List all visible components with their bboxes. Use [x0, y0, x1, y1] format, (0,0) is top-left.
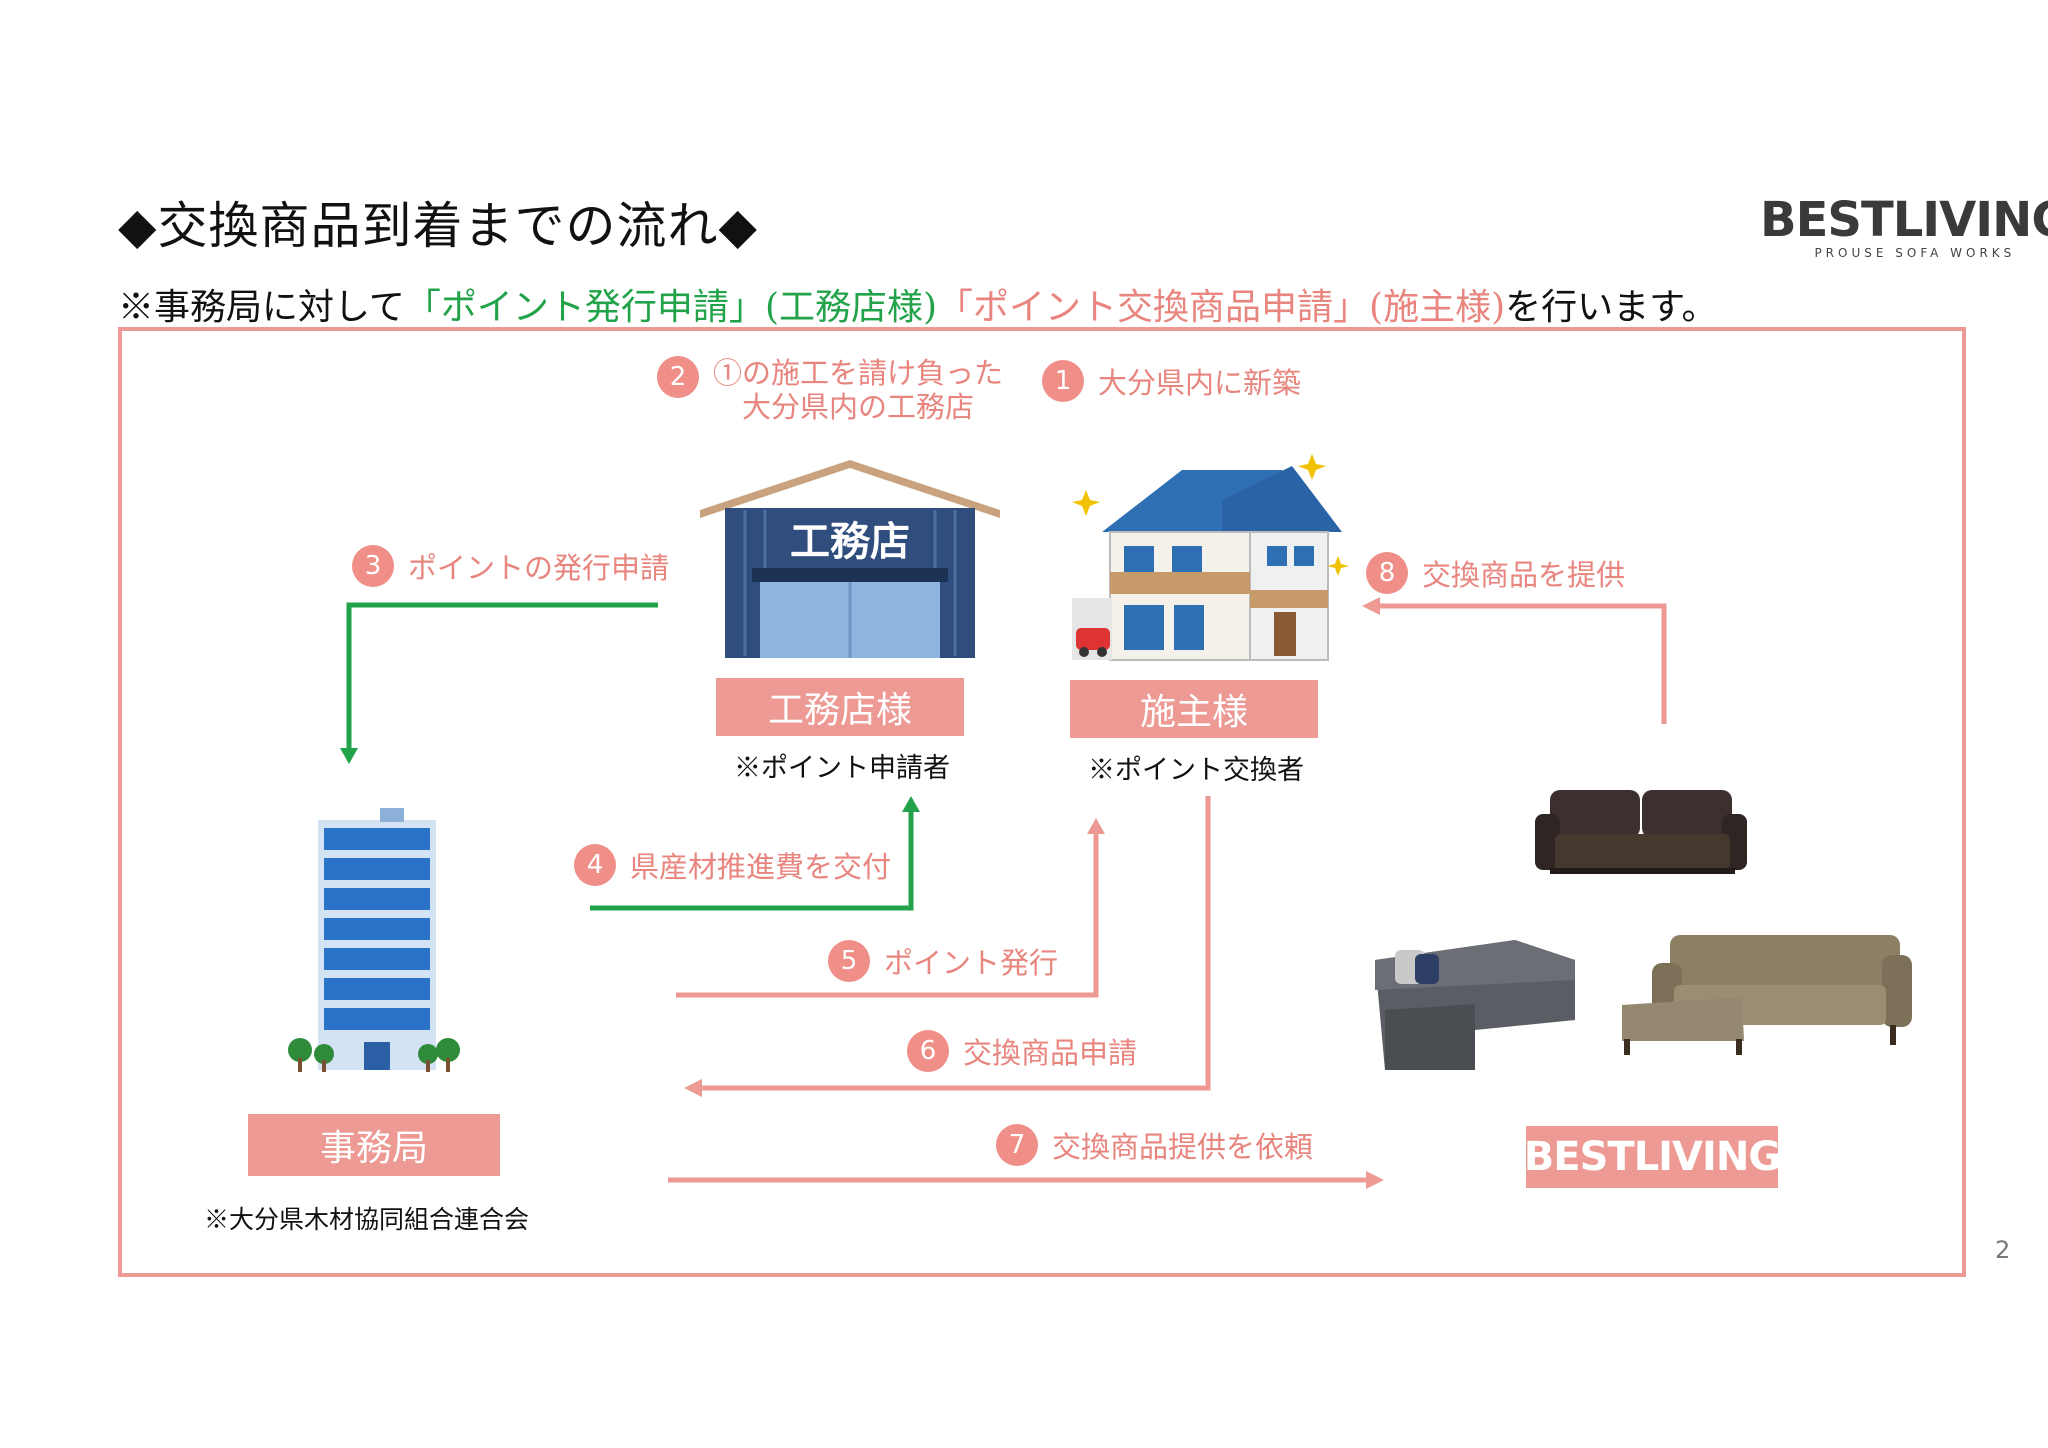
page-subtitle: ※事務局に対して「ポイント発行申請」(工務店様)「ポイント交換商品申請」(施主様… — [118, 278, 1718, 330]
owner-house-illustration — [1072, 454, 1349, 661]
office-building-illustration — [288, 808, 460, 1072]
subtitle-part2: (工務店様) — [764, 287, 938, 328]
step-4-number: 4 — [574, 844, 616, 886]
step-2-line1: ①の施工を請け負った — [713, 356, 1004, 390]
arrow-4-head — [902, 796, 920, 812]
builder-label: 工務店様 — [716, 678, 964, 736]
step-5-number: 5 — [828, 940, 870, 982]
step-1-label: 大分県内に新築 — [1098, 366, 1302, 400]
step-2-number: 2 — [657, 356, 699, 398]
arrow-3 — [346, 602, 658, 752]
arrow-6-head — [684, 1079, 702, 1097]
arrow-5 — [676, 830, 1099, 998]
builder-sign-text: 工務店 — [790, 519, 910, 565]
arrow-3-head — [340, 748, 358, 764]
office-note: ※大分県木材協同組合連合会 — [204, 1205, 530, 1234]
arrow-8 — [1376, 603, 1667, 724]
subtitle-part4: (施主様) — [1369, 287, 1506, 328]
step-5: 5 ポイント発行 — [828, 940, 1058, 982]
step-2-line2: 大分県内の工務店 — [742, 390, 975, 424]
step-3: 3 ポイントの発行申請 — [352, 545, 669, 587]
sofa-image-dark-brown — [1535, 790, 1747, 874]
owner-note: ※ポイント交換者 — [1088, 755, 1304, 786]
arrow-6 — [698, 796, 1211, 1091]
step-3-label: ポイントの発行申請 — [408, 551, 670, 585]
logo-main-text: BESTLIVING — [1760, 192, 2048, 248]
bestliving-logo: BESTLIVING PROUSE SOFA WORKS — [1760, 192, 2048, 260]
diagram-frame — [118, 327, 1966, 1277]
step-2: 2 ①の施工を請け負った 大分県内の工務店 — [657, 356, 1003, 424]
logo-sub-text: PROUSE SOFA WORKS — [1814, 246, 2016, 260]
page-number: 2 — [1995, 1236, 2011, 1264]
step-7-label: 交換商品提供を依頼 — [1052, 1130, 1314, 1164]
step-1: 1 大分県内に新築 — [1042, 360, 1301, 402]
step-2-label: ①の施工を請け負った 大分県内の工務店 — [713, 356, 1003, 424]
step-6-label: 交換商品申請 — [963, 1036, 1138, 1070]
step-1-number: 1 — [1042, 360, 1084, 402]
step-6-number: 6 — [907, 1030, 949, 1072]
sofa-image-olive — [1622, 935, 1912, 1055]
arrow-8-head — [1362, 597, 1380, 615]
step-5-label: ポイント発行 — [884, 946, 1059, 980]
arrow-4 — [590, 808, 914, 911]
subtitle-prefix: ※事務局に対して — [118, 287, 405, 328]
sofa-image-gray-corner — [1375, 940, 1575, 1070]
builder-note: ※ポイント申請者 — [734, 753, 950, 784]
step-6: 6 交換商品申請 — [907, 1030, 1137, 1072]
page-title: ◆交換商品到着までの流れ◆ — [118, 197, 758, 255]
step-8-label: 交換商品を提供 — [1422, 558, 1626, 592]
step-3-number: 3 — [352, 545, 394, 587]
step-7-number: 7 — [996, 1124, 1038, 1166]
subtitle-suffix: を行います。 — [1505, 287, 1718, 328]
vendor-bestliving-label: BESTLIVING — [1524, 1126, 1781, 1188]
subtitle-part1: 「ポイント発行申請」 — [404, 287, 765, 328]
subtitle-part3: 「ポイント交換商品申請」 — [937, 287, 1370, 328]
builder-building-illustration: 工務店 — [700, 460, 1000, 658]
owner-label: 施主様 — [1070, 680, 1318, 738]
office-label: 事務局 — [248, 1114, 500, 1176]
step-4-label: 県産材推進費を交付 — [630, 850, 892, 884]
arrow-5-head — [1087, 818, 1105, 834]
step-7: 7 交換商品提供を依頼 — [996, 1124, 1313, 1166]
arrow-7-head — [1366, 1171, 1384, 1189]
step-4: 4 県産材推進費を交付 — [574, 844, 891, 886]
step-8-number: 8 — [1366, 552, 1408, 594]
step-8: 8 交換商品を提供 — [1366, 552, 1625, 594]
